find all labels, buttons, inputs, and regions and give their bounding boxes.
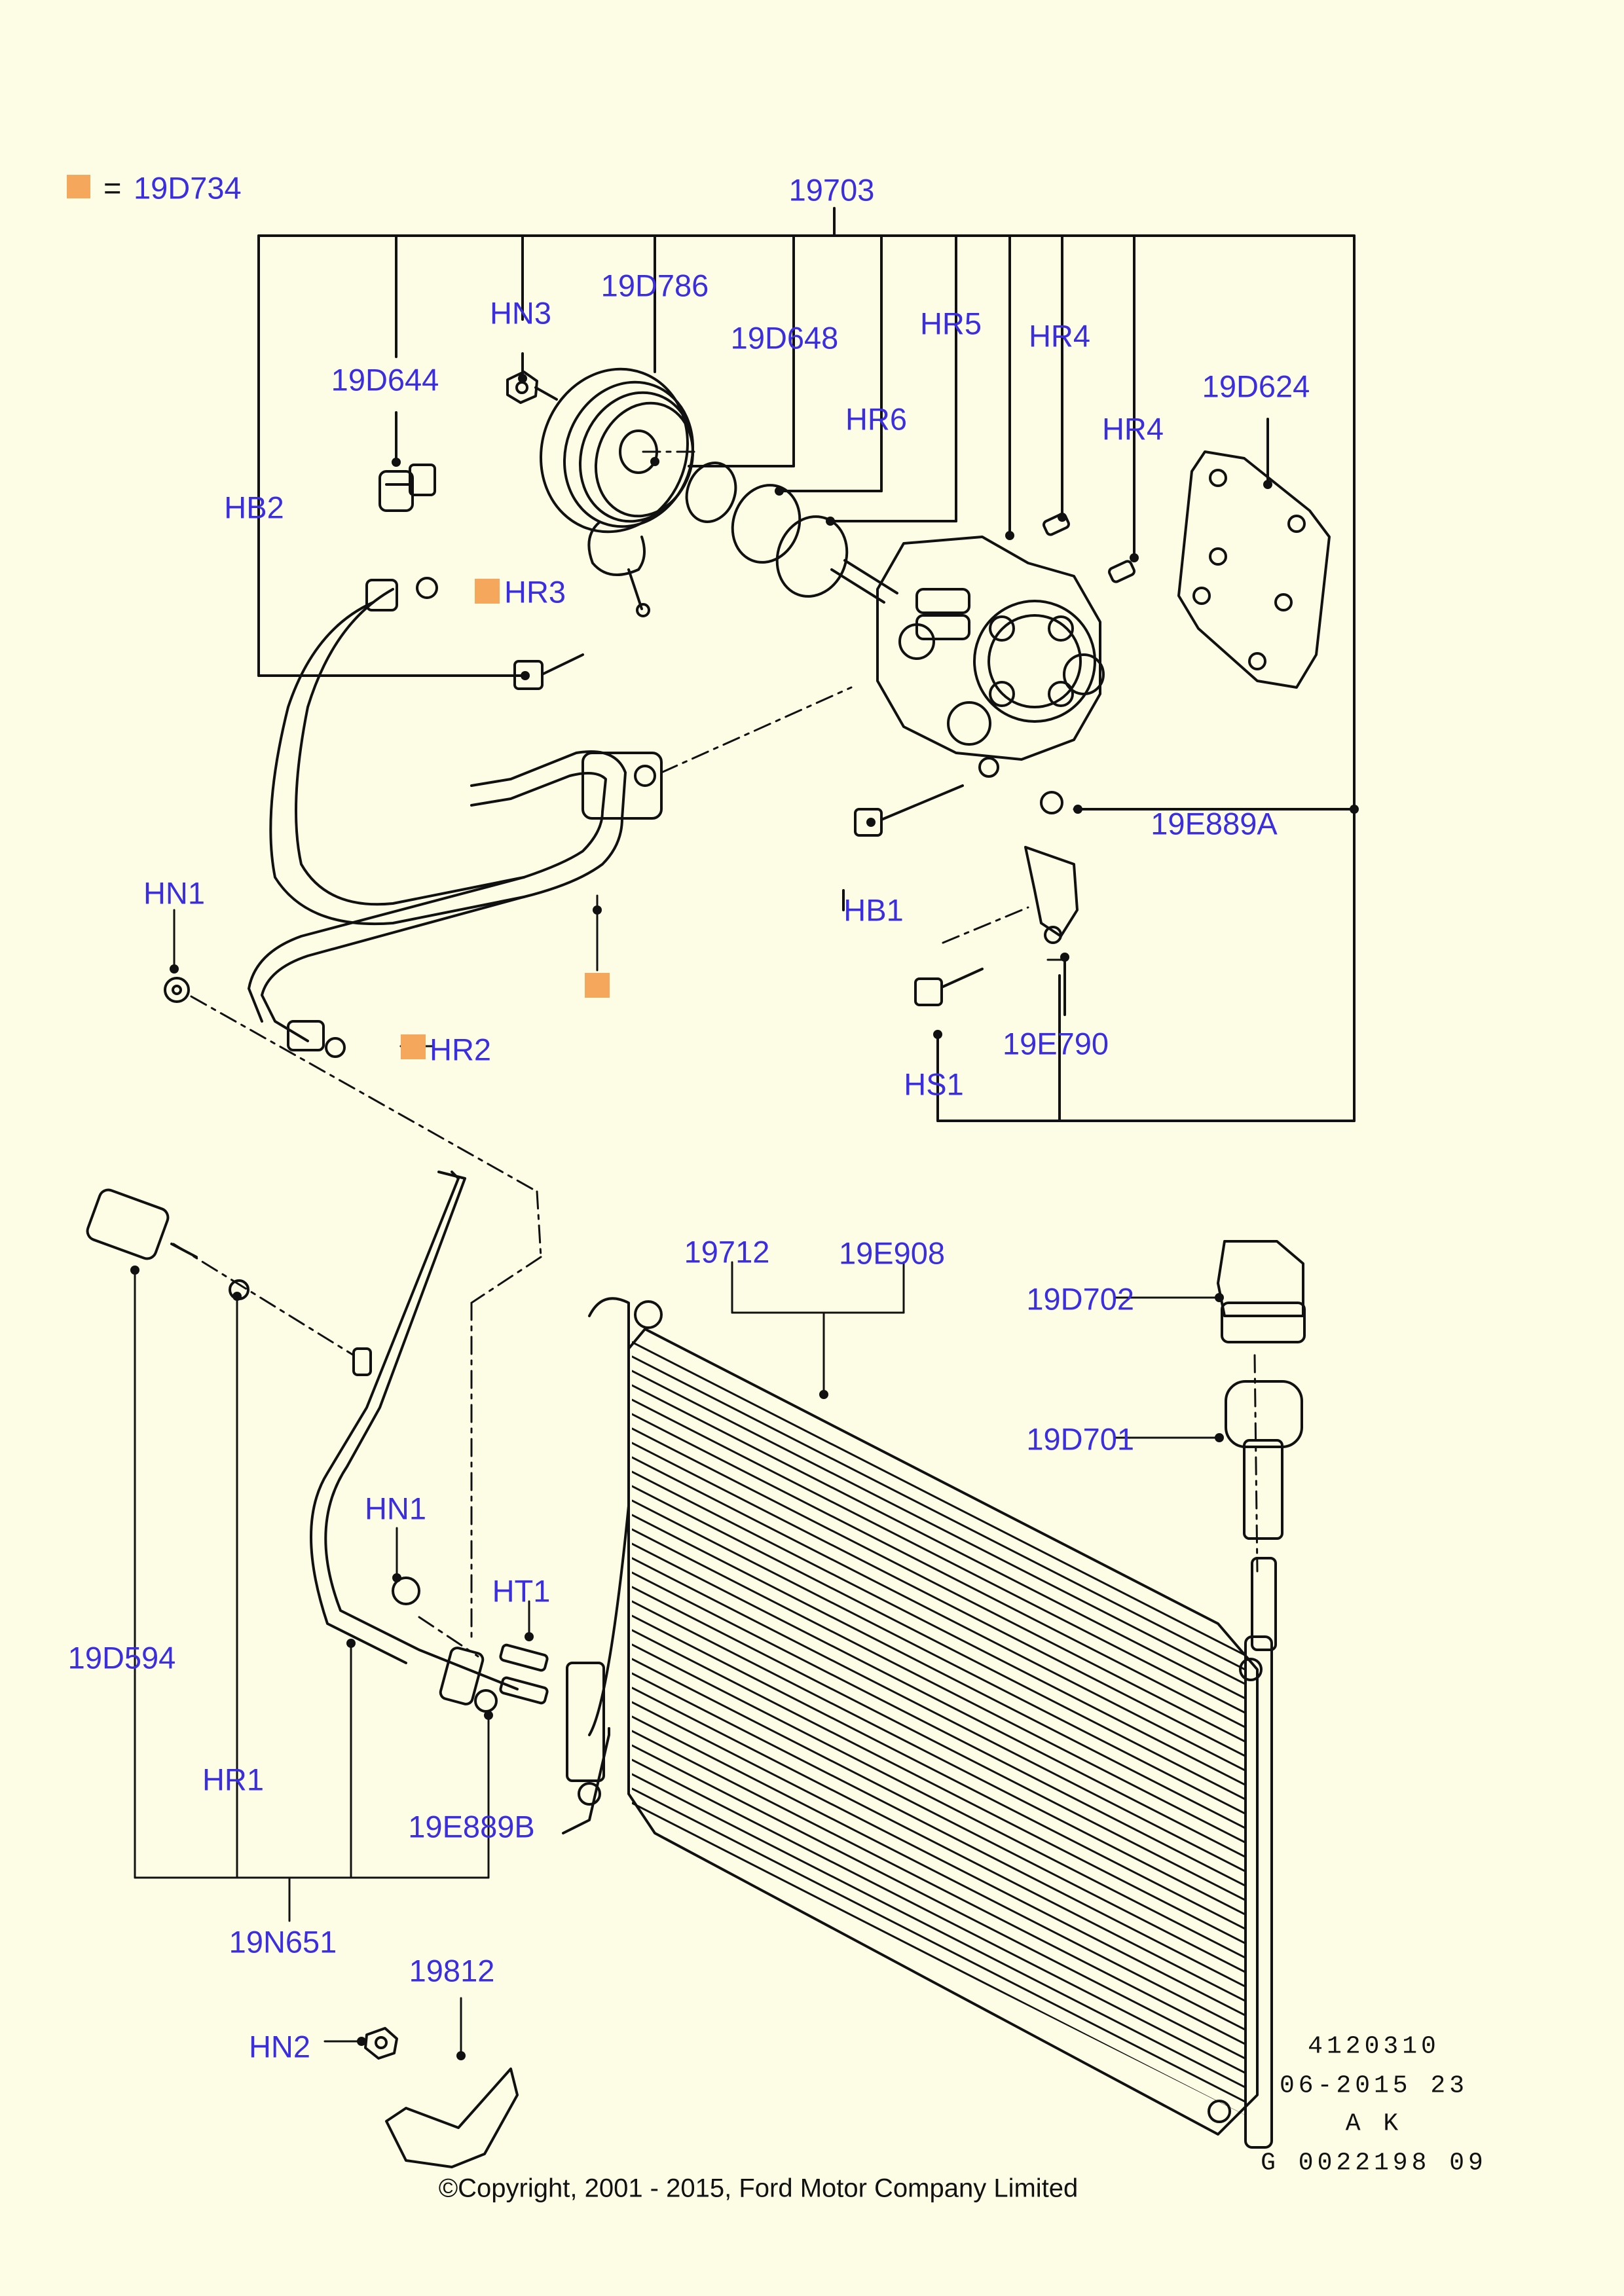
plate-19d624: [1177, 450, 1331, 689]
part-label: HS1: [904, 1066, 964, 1102]
part-label: 19D701: [1026, 1421, 1134, 1457]
hose-assembly-upper: [248, 577, 663, 1058]
leader-dot: [866, 818, 876, 827]
pulley-19d786: [540, 367, 695, 617]
leader-dot: [1005, 531, 1014, 540]
fitting-19d644: [378, 464, 436, 512]
compressor: [830, 536, 1105, 761]
part-label: HR2: [430, 1032, 492, 1067]
part-label: 19D624: [1202, 369, 1310, 404]
leader-dot: [456, 2051, 466, 2060]
leader-dot: [392, 458, 401, 467]
leader-dot: [1058, 513, 1067, 522]
leader-dot: [819, 1390, 828, 1399]
leader-dot: [650, 457, 659, 466]
legend-code: 19D734: [134, 170, 242, 206]
part-label: 19E889B: [408, 1809, 535, 1844]
leader-dot: [1073, 805, 1082, 814]
part-label: 19703: [788, 172, 875, 208]
part-label: 19D702: [1026, 1281, 1134, 1317]
part-label: 19E889A: [1151, 806, 1278, 841]
leader-dot: [232, 1292, 242, 1301]
kit-markers: [401, 579, 610, 1059]
part-label: 19D644: [331, 362, 439, 397]
legend-equals: =: [103, 170, 122, 206]
leader-dot: [1215, 1433, 1224, 1442]
stamp-line-1: 4120310: [1308, 2032, 1440, 2061]
part-label: HR4: [1028, 318, 1091, 354]
legend-swatch: [67, 175, 90, 198]
nut-hn3: [506, 371, 558, 404]
leader-dot: [130, 1266, 139, 1275]
part-label: HB1: [843, 892, 904, 928]
leader-dot: [1263, 480, 1272, 489]
leader-dot: [525, 1632, 534, 1641]
copyright-notice: ©Copyright, 2001 - 2015, Ford Motor Comp…: [438, 2174, 1079, 2203]
part-label: HN1: [143, 875, 206, 911]
part-label: 19712: [684, 1234, 770, 1269]
bracket-19703: [257, 207, 1356, 1122]
part-label: 19D648: [730, 320, 839, 355]
leader-dots: [130, 374, 1359, 2060]
leader-dot: [484, 1711, 493, 1720]
pressure-switch-19d594: [86, 1188, 249, 1300]
part-label: HR6: [845, 401, 908, 437]
part-label: HN2: [248, 2029, 310, 2064]
part-label: 19N651: [229, 1924, 337, 1959]
stamp-line-4: G 0022198 09: [1261, 2149, 1487, 2178]
part-label: 19812: [409, 1953, 495, 1988]
leader-dot: [346, 1639, 356, 1648]
part-label: 19E790: [1002, 1026, 1109, 1061]
leader-dot: [933, 1030, 942, 1039]
leader-lines: [134, 508, 1221, 2057]
leader-dot: [392, 1573, 401, 1582]
leader-dot: [357, 2037, 366, 2046]
part-label: 19E908: [838, 1235, 946, 1271]
part-label: HR4: [1101, 411, 1164, 446]
leader-dot: [518, 374, 527, 383]
condenser-19712: [562, 1297, 1273, 2149]
leader-dot: [593, 905, 602, 915]
leader-dot: [775, 486, 784, 496]
pipe-lower: [310, 1171, 519, 1705]
part-label: HN3: [489, 295, 552, 331]
part-label: 19D786: [600, 268, 709, 303]
part-label: HR1: [202, 1762, 265, 1797]
part-label: 19D594: [67, 1640, 176, 1675]
leader-dot: [1130, 553, 1139, 562]
part-label: HN1: [364, 1491, 427, 1526]
alignment-lines: [172, 450, 1259, 1658]
leader-dot: [826, 517, 835, 526]
leader-dot: [521, 671, 530, 680]
leader-dot: [1350, 805, 1359, 814]
leader-dot: [170, 964, 179, 974]
leader-dot: [1060, 953, 1069, 962]
leader-dot: [1215, 1293, 1224, 1302]
part-label: HR3: [504, 574, 566, 610]
stamp-line-3: A K: [1345, 2109, 1403, 2138]
drier-cap: [1217, 1240, 1306, 1651]
part-label: HR5: [919, 306, 982, 341]
stamp-line-2: 06-2015 23: [1279, 2071, 1469, 2100]
part-label: HT1: [492, 1573, 551, 1609]
part-label: HB2: [224, 490, 284, 525]
